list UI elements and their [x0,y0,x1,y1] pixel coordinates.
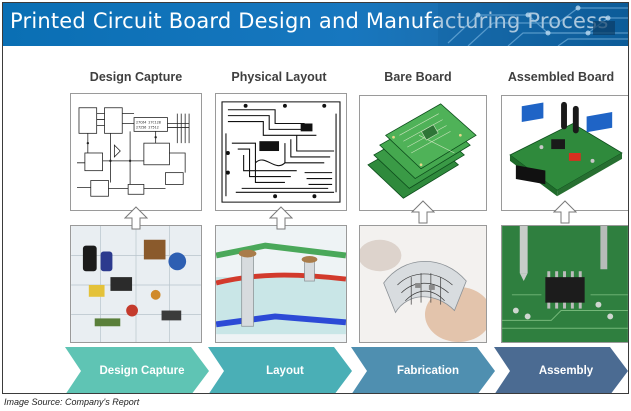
components-image [70,225,202,343]
assembled-board-image [501,95,628,211]
page-title: Printed Circuit Board Design and Manufac… [10,9,609,33]
process-step-fabrication: Fabrication [351,347,495,393]
infographic-frame: Printed Circuit Board Design and Manufac… [2,2,629,394]
process-step-label: Fabrication [397,365,459,377]
pcb-layout-image [215,93,347,211]
up-arrow-icon [269,206,293,230]
process-step-label: Design Capture [99,365,185,377]
chip-soldering-image [501,225,628,343]
up-arrow-icon [124,206,148,230]
svg-text:27C64 27C128: 27C64 27C128 [136,120,161,124]
process-step-label: Assembly [538,365,594,377]
process-step-design-capture: Design Capture [65,347,209,393]
svg-text:27256 27512: 27256 27512 [136,125,159,129]
stage-title-design-capture: Design Capture [89,70,183,84]
stage-title-assembled-board: Assembled Board [507,70,615,84]
image-source-caption: Image Source: Company's Report [4,397,140,407]
stage-title-physical-layout: Physical Layout [231,70,327,84]
flex-circuit-image [359,225,487,343]
process-step-label: Layout [266,365,304,377]
bare-board-image [359,95,487,211]
circuit-decoration [438,3,628,46]
stage-title-bare-board: Bare Board [384,70,452,84]
up-arrow-icon [553,200,577,224]
title-banner: Printed Circuit Board Design and Manufac… [3,3,628,46]
via-cross-section-image [215,225,347,343]
up-arrow-icon [411,200,435,224]
process-step-assembly: Assembly [494,347,628,393]
process-step-layout: Layout [208,347,352,393]
